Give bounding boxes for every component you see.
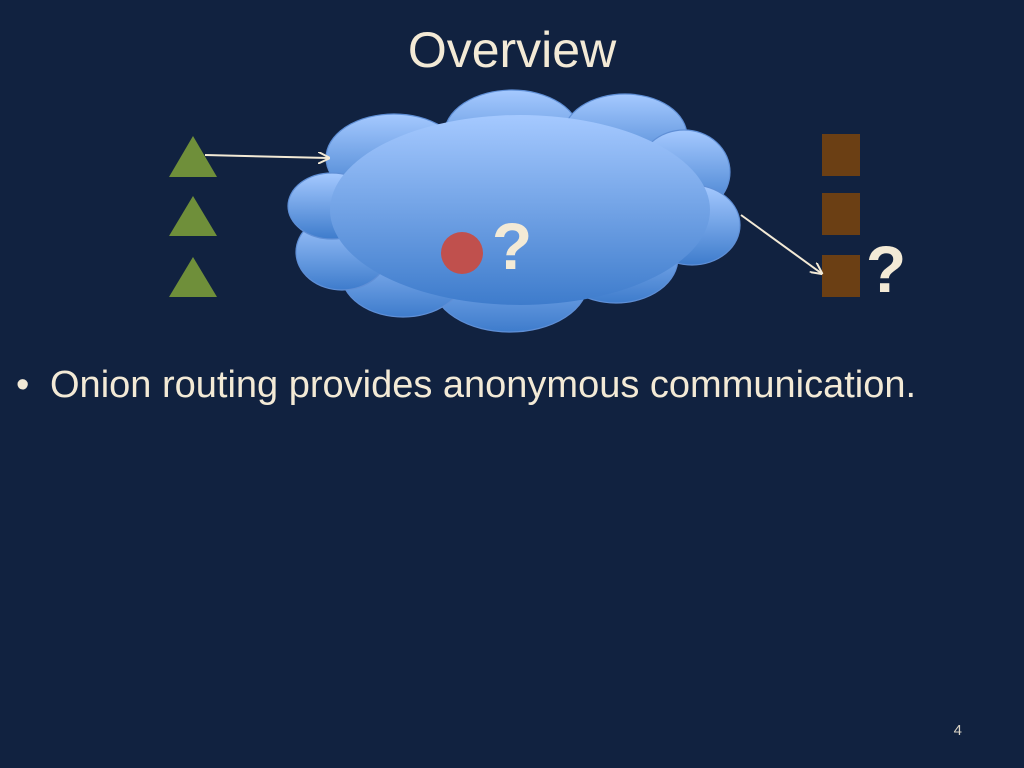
bullet-marker: • <box>16 364 30 406</box>
hidden-node-icon <box>441 232 483 274</box>
receiver-square-icon <box>822 193 860 235</box>
receiver-arrow <box>740 214 821 273</box>
bullet-point: • Onion routing provides anonymous commun… <box>16 360 1016 410</box>
sender-triangle-icon <box>169 257 217 297</box>
sender-arrow <box>204 155 328 158</box>
cloud-icon <box>287 89 741 333</box>
slide-title: Overview <box>407 22 617 78</box>
sender-triangle-icon <box>169 136 217 177</box>
receiver-square-icon <box>822 255 860 297</box>
receiver-square-icon <box>822 134 860 176</box>
page-number: 4 <box>953 722 962 739</box>
bullet-text: Onion routing provides anonymous communi… <box>50 364 917 406</box>
cloud-question-mark: ? <box>492 209 532 283</box>
sender-triangle-icon <box>169 196 217 236</box>
receiver-question-mark: ? <box>866 232 906 306</box>
